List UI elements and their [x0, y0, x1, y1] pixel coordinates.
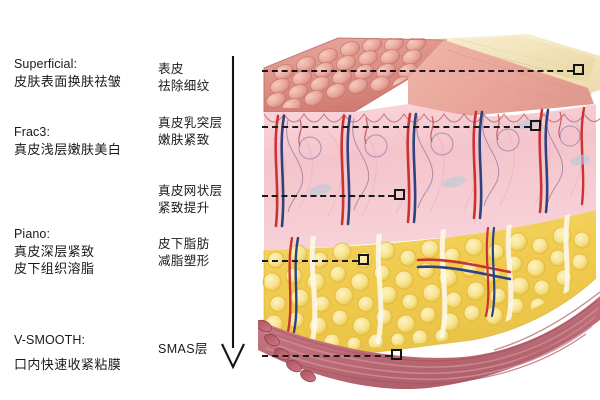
layer-epidermis-name: 表皮 — [158, 62, 184, 76]
layer-reticular-dermis-effect: 紧致提升 — [158, 200, 210, 215]
leader-subcutaneous-fat — [262, 260, 358, 262]
layer-subcutaneous-fat-name: 皮下脂肪 — [158, 237, 210, 251]
layer-papillary-dermis: 真皮乳突层 嫩肤紧致 — [158, 115, 223, 149]
leader-epidermis-marker — [573, 64, 584, 75]
leader-reticular — [262, 195, 394, 197]
layer-papillary-dermis-name: 真皮乳突层 — [158, 116, 223, 130]
treatment-piano-name: Piano: — [14, 227, 51, 241]
leader-smas-marker — [391, 349, 402, 360]
depth-arrow — [218, 52, 250, 372]
treatment-piano: Piano: 真皮深层紧致 皮下组织溶脂 — [14, 226, 94, 277]
leader-papillary — [262, 126, 530, 128]
treatment-v-smooth-name: V-SMOOTH: — [14, 333, 86, 347]
layer-reticular-dermis: 真皮网状层 紧致提升 — [158, 183, 223, 217]
leader-epidermis — [262, 70, 573, 72]
leader-reticular-marker — [394, 189, 405, 200]
treatment-piano-desc-2: 皮下组织溶脂 — [14, 260, 95, 276]
treatment-frac3-name: Frac3: — [14, 125, 51, 139]
treatment-superficial-desc-1: 皮肤表面换肤祛皱 — [14, 73, 122, 89]
leader-smas — [262, 355, 391, 357]
leader-papillary-marker — [530, 120, 541, 131]
layer-epidermis: 表皮 祛除细纹 — [158, 61, 210, 95]
treatment-superficial: Superficial: 皮肤表面换肤祛皱 — [14, 56, 121, 90]
layer-subcutaneous-fat-effect: 减脂塑形 — [158, 253, 210, 268]
treatment-v-smooth: V-SMOOTH: 口内快速收紧粘膜 — [14, 332, 121, 373]
treatment-frac3-desc-1: 真皮浅层嫩肤美白 — [14, 141, 122, 157]
skin-cross-section-illustration — [256, 20, 600, 400]
treatment-superficial-name: Superficial: — [14, 57, 78, 71]
treatment-piano-desc-1: 真皮深层紧致 — [14, 243, 95, 259]
layer-smas-name: SMAS层 — [158, 342, 208, 356]
layer-smas: SMAS层 — [158, 341, 208, 358]
down-arrow-icon — [221, 56, 245, 370]
layer-reticular-dermis-name: 真皮网状层 — [158, 184, 223, 198]
leader-subcutaneous-fat-marker — [358, 254, 369, 265]
treatment-frac3: Frac3: 真皮浅层嫩肤美白 — [14, 124, 121, 158]
treatment-v-smooth-desc-1: 口内快速收紧粘膜 — [14, 356, 122, 372]
layer-subcutaneous-fat: 皮下脂肪 减脂塑形 — [158, 236, 210, 270]
layer-epidermis-effect: 祛除细纹 — [158, 78, 210, 93]
layer-papillary-dermis-effect: 嫩肤紧致 — [158, 132, 210, 147]
